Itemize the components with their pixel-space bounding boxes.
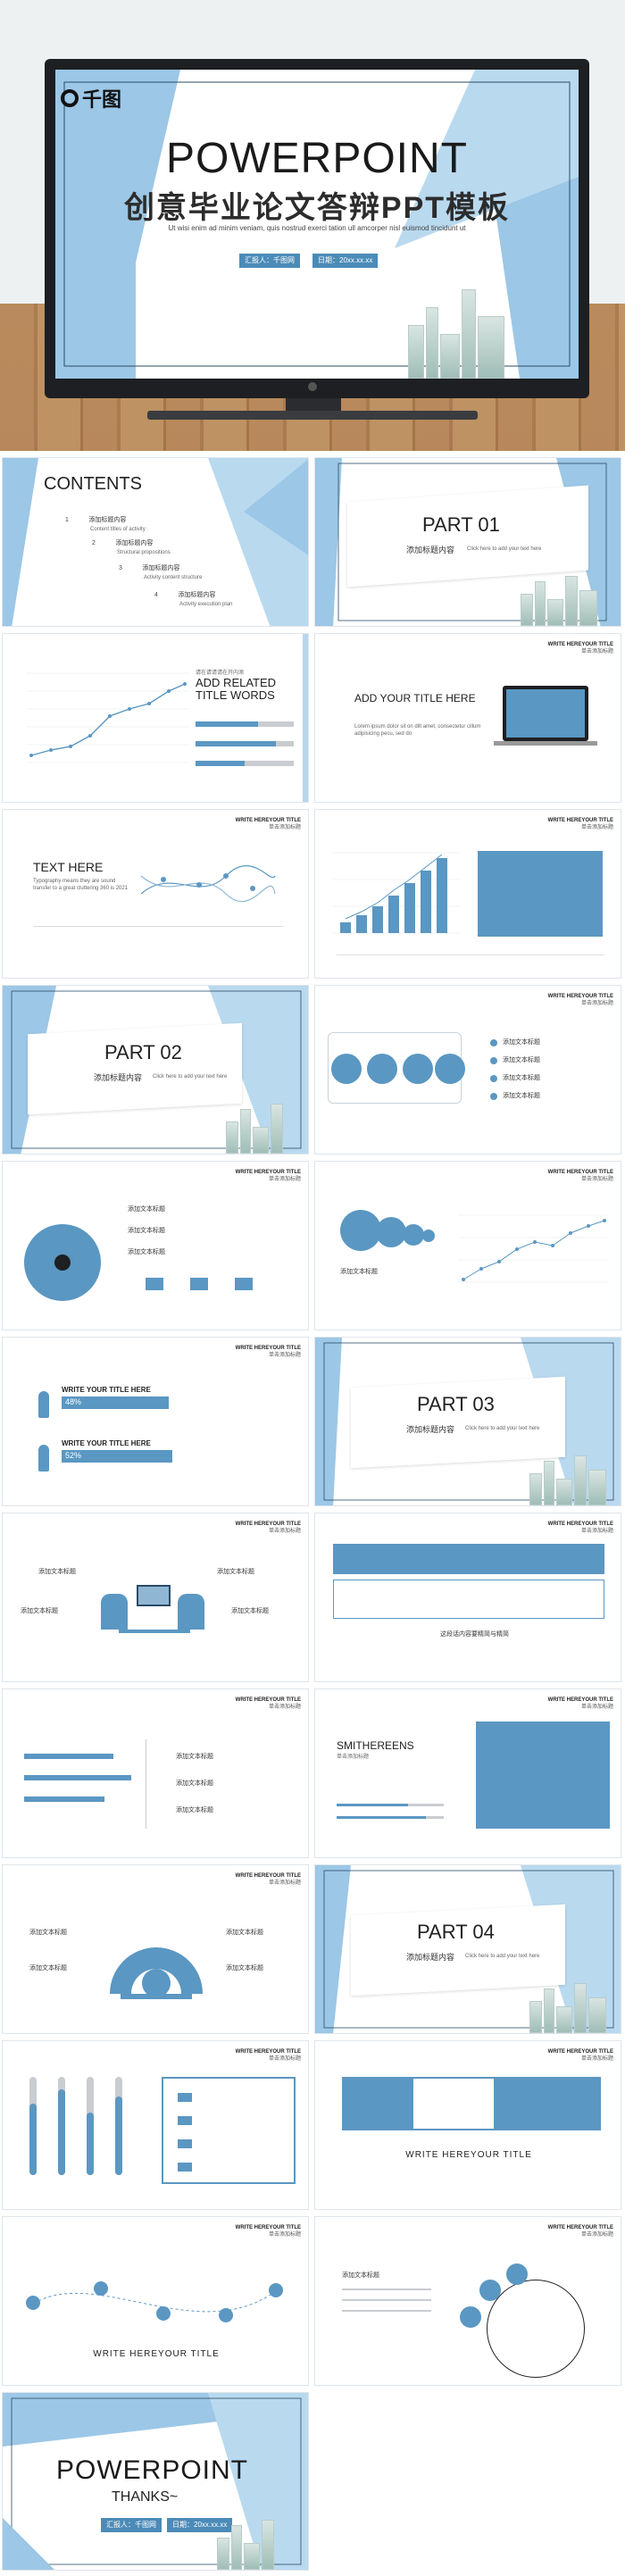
- part-01-title: PART 01: [422, 513, 500, 536]
- part-03-subtitle: 添加标题内容: [406, 1425, 455, 1434]
- slide-part-02[interactable]: PART 02 添加标题内容 Click here to add your te…: [2, 985, 309, 1155]
- curve-chart: [140, 865, 276, 903]
- people-row1-title: WRITE YOUR TITLE HERE: [62, 1386, 151, 1394]
- related-cn: 请在请请请在开内添: [196, 671, 245, 676]
- people-row1-pct: 48%: [62, 1396, 169, 1409]
- people-row2-title: WRITE YOUR TITLE HERE: [62, 1439, 151, 1447]
- presenter-chip: 汇报人：千图网: [239, 254, 300, 268]
- slide-part-04[interactable]: PART 04 添加标题内容 Click here to add your te…: [314, 1864, 621, 2034]
- flow-label-4: 添加文本标题: [503, 1093, 540, 1099]
- contents-item-4: 4 添加标题内容 Activity execution plan: [154, 592, 233, 607]
- hero-subtitle: 创意毕业论文答辩PPT模板: [123, 191, 511, 225]
- tv-neck: [286, 398, 341, 411]
- scatter-chart: [458, 1214, 608, 1283]
- contents-item-2: 2 添加标题内容 Structural propositions: [92, 540, 171, 555]
- part-02-subtitle: 添加标题内容: [94, 1073, 143, 1082]
- hero-lorem: Ut wisi enim ad minim veniam, quis nostr…: [168, 224, 466, 232]
- date-chip: 日期：20xx.xx.xx: [312, 254, 379, 268]
- related-title: ADD RELATED TITLE WORDS: [196, 676, 277, 702]
- part-04-hint: Click here to add your text here: [465, 1954, 540, 1959]
- flow-label-3: 添加文本标题: [503, 1075, 540, 1081]
- part-02-title: PART 02: [104, 1041, 182, 1063]
- brand-logo: 千图: [61, 84, 121, 113]
- part-04-title: PART 04: [417, 1921, 495, 1943]
- flow-label-1: 添加文本标题: [503, 1039, 540, 1046]
- brand-name: 千图: [82, 88, 122, 111]
- person-icon: [38, 1391, 49, 1418]
- slide-part-01[interactable]: PART 01 添加标题内容 Click here to add your te…: [314, 457, 621, 627]
- brand-q-icon: [61, 89, 79, 107]
- thanks-date: 日期：20xx.xx.xx: [167, 2518, 233, 2532]
- screen-buildings: [408, 275, 506, 379]
- thanks-title: POWERPOINT: [56, 2455, 249, 2485]
- part-01-hint: Click here to add your text here: [467, 546, 542, 552]
- tv-foot: [147, 411, 478, 420]
- contents-title: CONTENTS: [44, 474, 142, 494]
- part-04-subtitle: 添加标题内容: [406, 1953, 455, 1962]
- laptop-icon: [503, 686, 588, 741]
- text-here-title: TEXT HERE: [33, 860, 104, 874]
- slide-contents[interactable]: CONTENTS 1 添加标题内容 Content titles of acti…: [2, 457, 309, 627]
- part-03-hint: Click here to add your text here: [465, 1426, 540, 1431]
- part-01-buildings: [521, 574, 601, 626]
- slide-thanks[interactable]: POWERPOINT THANKS~ 汇报人：千图网 日期：20xx.xx.xx: [2, 2392, 309, 2571]
- part-02-hint: Click here to add your text here: [153, 1074, 228, 1080]
- part-01-subtitle: 添加标题内容: [406, 546, 455, 554]
- flow-label-2: 添加文本标题: [503, 1057, 540, 1063]
- slide-line-chart[interactable]: 请在请请请在开内添 ADD RELATED TITLE WORDS: [2, 633, 309, 803]
- bar-chart: [333, 851, 603, 937]
- text-here-body: Typography means they are sound transfer…: [33, 879, 129, 891]
- tv-screen: [55, 70, 579, 379]
- laptop-body: Lorem ipsum dolor sit on dilt amet, cons…: [354, 724, 481, 737]
- semicircle-chart: [110, 1947, 203, 1999]
- people-row2-pct: 52%: [62, 1450, 172, 1463]
- dots-write-title: WRITE HEREYOUR TITLE: [93, 2349, 220, 2359]
- slide-part-03[interactable]: PART 03 添加标题内容 Click here to add your te…: [314, 1337, 621, 1506]
- contents-item-3: 3 添加标题内容 Activity content structure: [119, 565, 203, 580]
- part-03-title: PART 03: [417, 1393, 495, 1415]
- hero-section: 千图 POWERPOINT 创意毕业论文答辩PPT模板 Ut wisi enim…: [0, 0, 625, 451]
- screen-geometry: [55, 70, 579, 379]
- four-box-caption: 这段话内容要精简与精简: [440, 1631, 509, 1638]
- person-icon: [38, 1445, 49, 1471]
- contents-item-1: 1 添加标题内容 Content titles of activity: [65, 517, 146, 532]
- hero-title: POWERPOINT: [165, 135, 468, 182]
- write-title: WRITE HEREYOUR TITLE: [405, 2150, 532, 2160]
- thanks-sub: THANKS~: [112, 2489, 179, 2505]
- line-chart: [26, 672, 189, 763]
- smith-cn: 单击添加标题: [337, 1755, 370, 1760]
- tv-power-icon: [308, 382, 317, 391]
- thanks-presenter: 汇报人：千图网: [101, 2518, 162, 2532]
- smith-title: SMITHEREENS: [337, 1739, 414, 1752]
- laptop-title: ADD YOUR TITLE HERE: [354, 692, 476, 704]
